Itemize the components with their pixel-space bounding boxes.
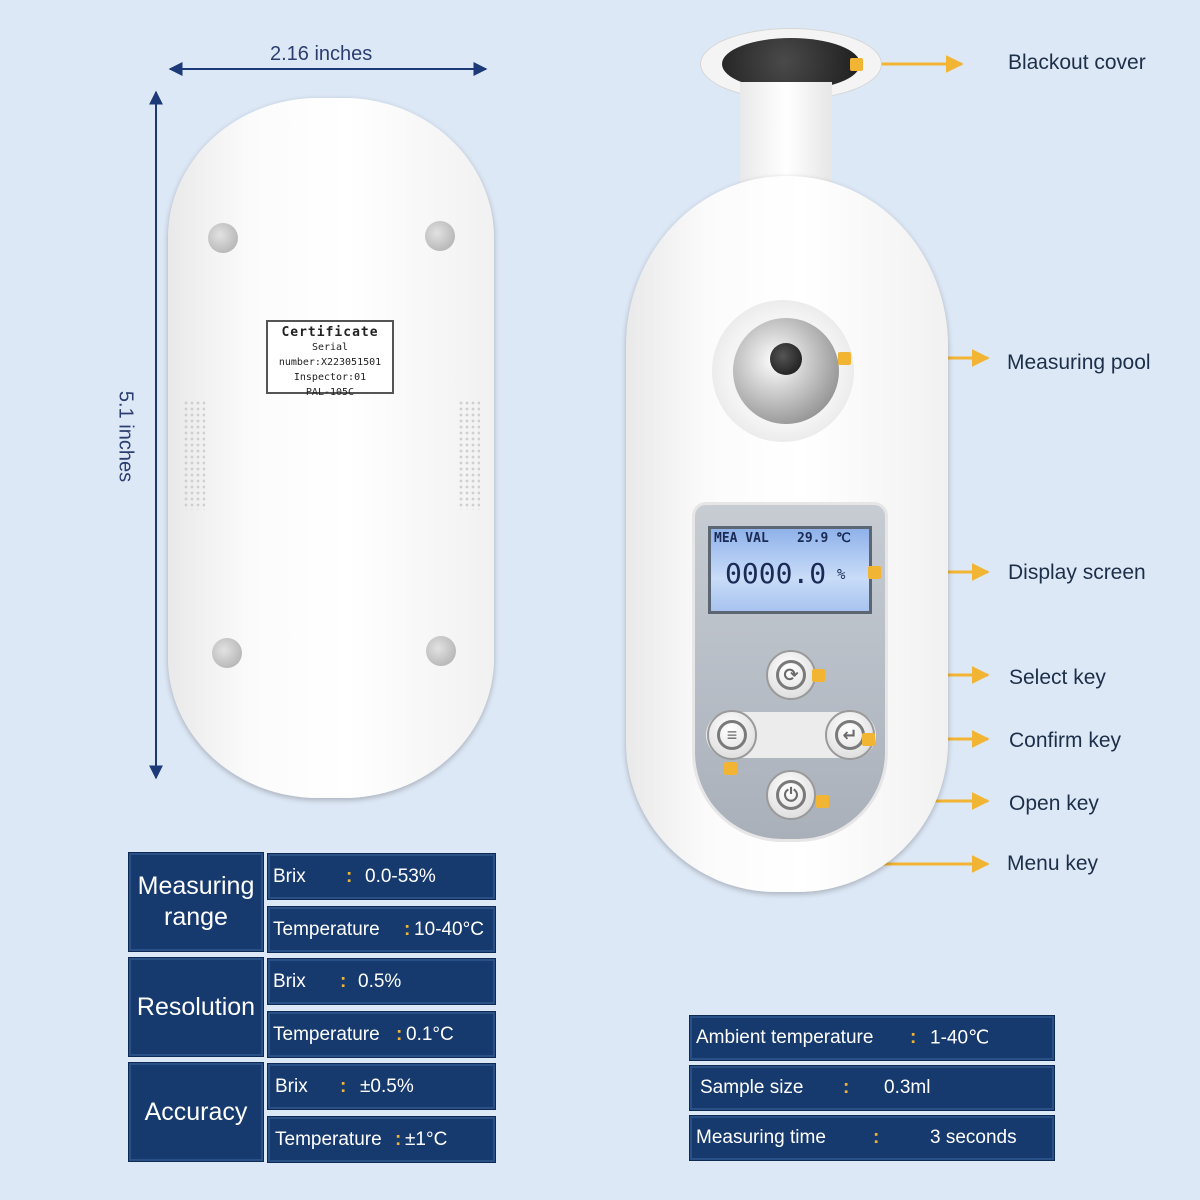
colon-separator: : (340, 1075, 347, 1097)
width-dimension-label: 2.16 inches (270, 43, 373, 65)
spec-value: 0.3ml (884, 1077, 931, 1098)
label-measuring-pool: Measuring pool (1007, 351, 1151, 374)
label-confirm-key: Confirm key (1009, 729, 1122, 752)
callout-marker (812, 669, 825, 682)
spec-value: ±1°C (405, 1128, 448, 1150)
rubber-foot (425, 221, 455, 251)
display-screen: MEA VAL 29.9 ℃ 0000.0 % (708, 526, 872, 614)
spec-value: 10-40°C (414, 918, 484, 940)
label-display-screen: Display screen (1008, 561, 1146, 584)
menu-key[interactable]: ≡ (707, 710, 757, 760)
spec-label: Brix (275, 1075, 308, 1097)
spec-row-brix: Brix : 0.5% (267, 958, 496, 1005)
colon-separator: : (404, 918, 411, 940)
colon-separator: : (395, 1128, 402, 1150)
spec-value: 0.5% (358, 970, 402, 992)
certificate-model: PAL-105C (305, 387, 355, 398)
spec-label: Brix (273, 865, 306, 887)
spec-value: 0.0-53% (365, 865, 436, 887)
rubber-foot (208, 223, 238, 253)
colon-separator: : (910, 1027, 917, 1048)
power-icon: ⏻ (776, 780, 806, 810)
label-blackout-cover: Blackout cover (1008, 51, 1146, 74)
height-dimension-label: 5.1 inches (114, 390, 137, 483)
spec-label: Temperature (273, 1023, 380, 1045)
grip-texture (183, 400, 205, 510)
display-reading: 0000.0 (725, 557, 827, 590)
spec-label: Temperature (273, 918, 380, 940)
callout-marker (868, 566, 881, 579)
list-icon: ≡ (717, 720, 747, 750)
colon-separator: : (396, 1023, 403, 1045)
spec-row-temperature: Temperature : 10-40°C (267, 906, 496, 953)
spec-value: 3 seconds (930, 1127, 1017, 1148)
spec-row-sample-size: Sample size : 0.3ml (689, 1065, 1055, 1111)
display-unit: % (837, 567, 846, 583)
spec-row-temperature: Temperature : 0.1°C (267, 1011, 496, 1058)
spec-value: 1-40℃ (930, 1027, 990, 1049)
spec-label: Ambient temperature (696, 1027, 874, 1048)
display-mode: MEA VAL (714, 531, 769, 546)
device-back-view (168, 98, 494, 798)
colon-separator: : (346, 865, 353, 887)
grip-texture (458, 400, 480, 510)
certificate-title: Certificate (281, 325, 379, 340)
rubber-foot (212, 638, 242, 668)
return-arrow-icon: ↵ (835, 720, 865, 750)
certificate-sticker: Certificate Serial number:X223051501 Ins… (266, 320, 394, 398)
spec-row-brix: Brix : 0.0-53% (267, 853, 496, 900)
spec-value: ±0.5% (360, 1075, 414, 1097)
callout-marker (862, 733, 875, 746)
measuring-pool-prism (770, 343, 802, 375)
certificate-inspector: Inspector:01 (293, 372, 367, 383)
spec-title-resolution: Resolution (128, 957, 264, 1057)
spec-label: Measuring time (696, 1127, 826, 1148)
spec-row-temperature: Temperature : ±1°C (267, 1116, 496, 1163)
spec-value: 0.1°C (406, 1023, 454, 1045)
label-menu-key: Menu key (1007, 852, 1099, 875)
colon-separator: : (340, 970, 347, 992)
spec-label: Sample size (700, 1077, 804, 1098)
spec-row-ambient-temperature: Ambient temperature : 1-40℃ (689, 1015, 1055, 1061)
select-key[interactable]: ⟳ (766, 650, 816, 700)
spec-label: Brix (273, 970, 306, 992)
colon-separator: : (843, 1077, 850, 1098)
open-key[interactable]: ⏻ (766, 770, 816, 820)
rubber-foot (426, 636, 456, 666)
callout-marker (838, 352, 851, 365)
label-select-key: Select key (1009, 666, 1106, 689)
cover-hinge (740, 82, 832, 192)
spec-row-brix: Brix : ±0.5% (267, 1063, 496, 1110)
callout-marker (850, 58, 863, 71)
label-open-key: Open key (1009, 792, 1099, 815)
spec-label: Temperature (275, 1128, 382, 1150)
certificate-serial: Serial number:X223051501 (278, 342, 382, 368)
callout-marker (724, 762, 737, 775)
spec-row-measuring-time: Measuring time : 3 seconds (689, 1115, 1055, 1161)
colon-separator: : (873, 1127, 880, 1148)
spec-title-measuring-range: Measuring range (128, 852, 264, 952)
refresh-icon: ⟳ (776, 660, 806, 690)
display-temperature: 29.9 ℃ (797, 531, 851, 546)
blackout-cover-pad (722, 38, 860, 90)
callout-marker (816, 795, 829, 808)
spec-title-accuracy: Accuracy (128, 1062, 264, 1162)
